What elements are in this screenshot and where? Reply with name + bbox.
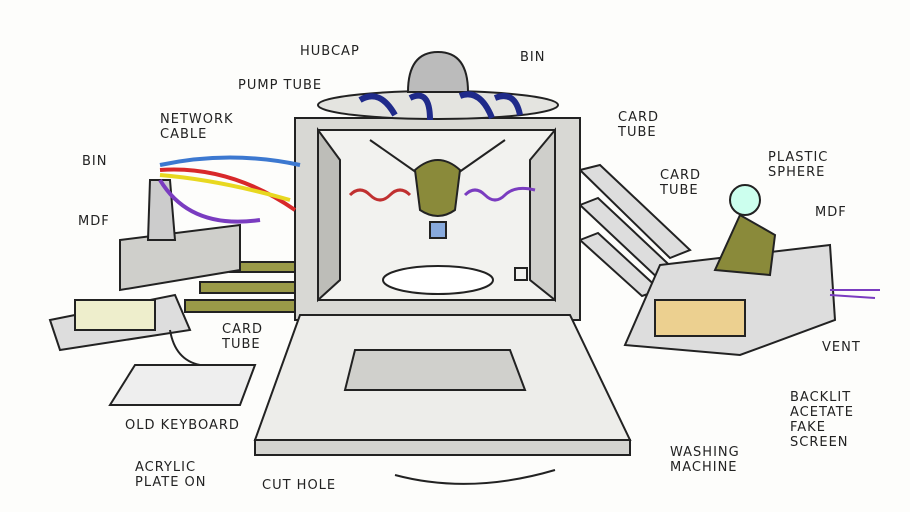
label-acrylic-plate: ACRYLIC PLATE ON <box>135 460 207 490</box>
label-mdf-right: MDF <box>815 205 847 220</box>
label-mdf-left: MDF <box>78 214 110 229</box>
label-card-tube-right: CARD TUBE <box>660 168 702 198</box>
label-old-keyboard: OLD KEYBOARD <box>125 418 240 433</box>
label-washing-machine: WASHING MACHINE <box>670 445 740 475</box>
network-cable <box>158 155 301 224</box>
left-mdf-stand <box>48 179 241 352</box>
label-bin-top: BIN <box>520 50 546 65</box>
label-vent: VENT <box>822 340 861 355</box>
label-card-tube-left: CARD TUBE <box>222 322 264 352</box>
label-plastic-sphere: PLASTIC SPHERE <box>768 150 829 180</box>
label-bin-left: BIN <box>82 154 108 169</box>
pump-tubes <box>358 91 523 121</box>
label-network-cable: NETWORK CABLE <box>160 112 234 142</box>
gripper <box>348 139 536 239</box>
card-tube-right <box>578 163 692 298</box>
label-pump-tube: PUMP TUBE <box>238 78 323 93</box>
right-mdf-base <box>623 184 880 357</box>
old-keyboard <box>108 329 257 406</box>
label-hubcap: HUBCAP <box>300 44 360 59</box>
label-backlit-screen: BACKLIT ACETATE FAKE SCREEN <box>790 390 854 450</box>
label-card-tube-top: CARD TUBE <box>618 110 660 140</box>
door <box>253 314 632 456</box>
label-cut-hole: CUT HOLE <box>262 478 337 493</box>
washing-machine <box>294 117 581 321</box>
